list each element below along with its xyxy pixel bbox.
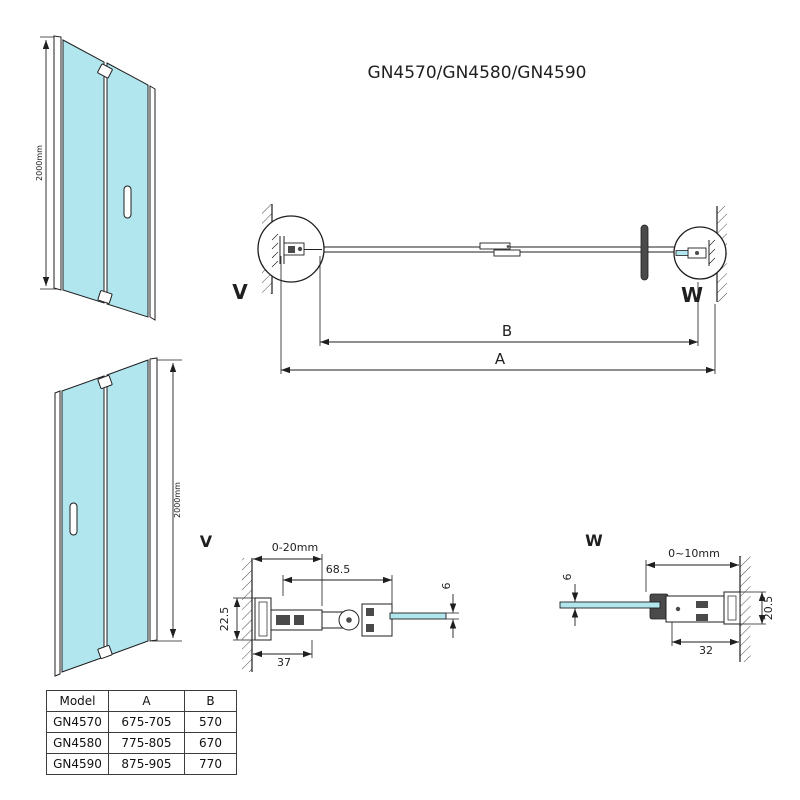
edge-profile-bar [54, 390, 61, 677]
wall-hatch [242, 558, 252, 672]
dimension-label-a: A [495, 350, 506, 368]
overall-width-label: 68.5 [326, 563, 351, 576]
table-cell-model: GN4580 [46, 732, 109, 754]
table-row: GN4580 775-805 670 [46, 732, 237, 754]
wall-profile-width-label: 37 [277, 656, 291, 669]
table-header-a: A [108, 690, 185, 712]
table-cell-b: 570 [184, 711, 237, 733]
glass-panel [61, 375, 105, 673]
door-profile-insert [366, 608, 374, 632]
glass-stub [675, 250, 689, 256]
profile-screw [675, 606, 681, 612]
hinge [97, 645, 113, 659]
detail-w-title: W [585, 531, 603, 550]
hinge [97, 375, 113, 389]
edge-profile-bar [149, 85, 156, 321]
glass-panel [106, 359, 149, 657]
spec-table: Model A B GN4570 675-705 570 GN4580 775-… [46, 690, 237, 775]
dimension-label-b: B [502, 322, 512, 340]
hinge [97, 63, 113, 79]
profile-depth-label: 22.5 [218, 607, 231, 632]
hinge-profile-insert [288, 246, 295, 253]
wall-hatch-tick [271, 233, 279, 268]
table-cell-model: GN4590 [46, 753, 109, 775]
center-hinge-pin [506, 245, 510, 248]
wall-profile-bar [53, 35, 62, 291]
detail-w-section: W 0~10mm 6 20.5 32 [559, 531, 775, 662]
closing-pin [695, 251, 699, 255]
center-hinge-clip [493, 249, 521, 257]
detail-v-section: V 0-20mm 68.5 22.5 37 6 [200, 532, 459, 672]
profile-insert [696, 601, 708, 621]
table-row: GN4570 675-705 570 [46, 711, 237, 733]
wall-hatch [740, 556, 751, 662]
table-cell-b: 770 [184, 753, 237, 775]
page-title: GN4570/GN4580/GN4590 [368, 63, 587, 83]
door-elevation-top-left: 2000mm [35, 35, 156, 321]
model-dimensions-table: Model A B GN4570 675-705 570 GN4580 775-… [46, 690, 237, 775]
glass-thickness-label: 6 [561, 574, 574, 581]
wall-profile-inner [258, 601, 268, 637]
door-handle [69, 502, 78, 536]
table-header-row: Model A B [46, 690, 237, 712]
height-dimension-label: 2000mm [173, 482, 182, 518]
door-handle [123, 185, 132, 219]
handle-top-view [640, 224, 649, 281]
glass-section [559, 601, 661, 609]
pivot-pin [346, 617, 352, 623]
door-elevation-bottom-left: 2000mm [54, 357, 182, 677]
detail-w-callout: W [681, 283, 703, 307]
profile-width-label: 32 [699, 644, 713, 657]
profile-depth-label: 20.5 [762, 596, 775, 621]
hinge [97, 290, 113, 304]
wall-profile-inner [727, 595, 737, 621]
dimension-extension [319, 256, 699, 346]
adjust-range-label: 0-20mm [272, 541, 318, 554]
table-header-model: Model [46, 690, 109, 712]
table-cell-a: 675-705 [108, 711, 185, 733]
table-header-b: B [184, 690, 237, 712]
plan-view: V W B A [232, 204, 727, 374]
adjust-range-label: 0~10mm [668, 547, 720, 560]
glass-section [389, 612, 447, 620]
pivot-pin [297, 246, 303, 252]
table-cell-a: 775-805 [108, 732, 185, 754]
wall-hatch-tick [708, 239, 716, 265]
detail-v-title: V [200, 532, 213, 551]
glass-thickness-label: 6 [440, 583, 453, 590]
table-cell-a: 875-905 [108, 753, 185, 775]
center-hinge-clip [479, 242, 511, 250]
dimension-extension [280, 256, 716, 374]
table-cell-b: 670 [184, 732, 237, 754]
dimension-extension [446, 612, 459, 620]
bracket-insert [276, 615, 304, 625]
table-row: GN4590 875-905 770 [46, 753, 237, 775]
detail-v-callout: V [232, 280, 248, 304]
height-dimension-label: 2000mm [35, 145, 44, 181]
wall-profile-bar [149, 357, 158, 642]
glass-panel [62, 39, 105, 304]
main-profile-section [665, 595, 725, 623]
table-cell-model: GN4570 [46, 711, 109, 733]
